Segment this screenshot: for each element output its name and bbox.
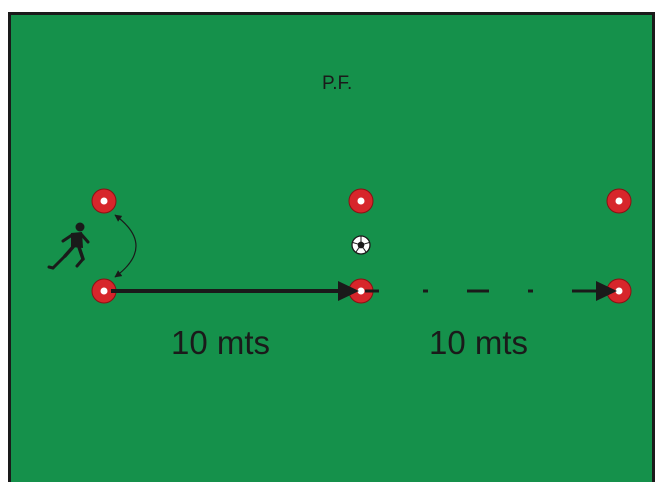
drill-diagram: [11, 15, 652, 482]
arrow-head-icon: [338, 281, 359, 301]
arrow-head-icon: [596, 281, 617, 301]
cone-bottom-right: [606, 278, 632, 304]
solid-run-arrow: [111, 281, 359, 301]
training-field: P.F. 10 mts 10 mts: [8, 12, 655, 482]
cone-bottom-middle: [348, 278, 374, 304]
diagram-title: P.F.: [322, 73, 353, 94]
cone-bottom-left: [91, 278, 117, 304]
distance-label-second: 10 mts: [429, 324, 529, 361]
ball-icon: [351, 235, 371, 255]
curved-double-arrow-icon: [114, 214, 137, 278]
cone-top-left: [91, 188, 117, 214]
player-silhouette-icon: [47, 222, 90, 270]
dribble-arrow: [365, 281, 617, 301]
distance-label-first: 10 mts: [171, 324, 271, 361]
cone-top-middle: [348, 188, 374, 214]
cone-top-right: [606, 188, 632, 214]
